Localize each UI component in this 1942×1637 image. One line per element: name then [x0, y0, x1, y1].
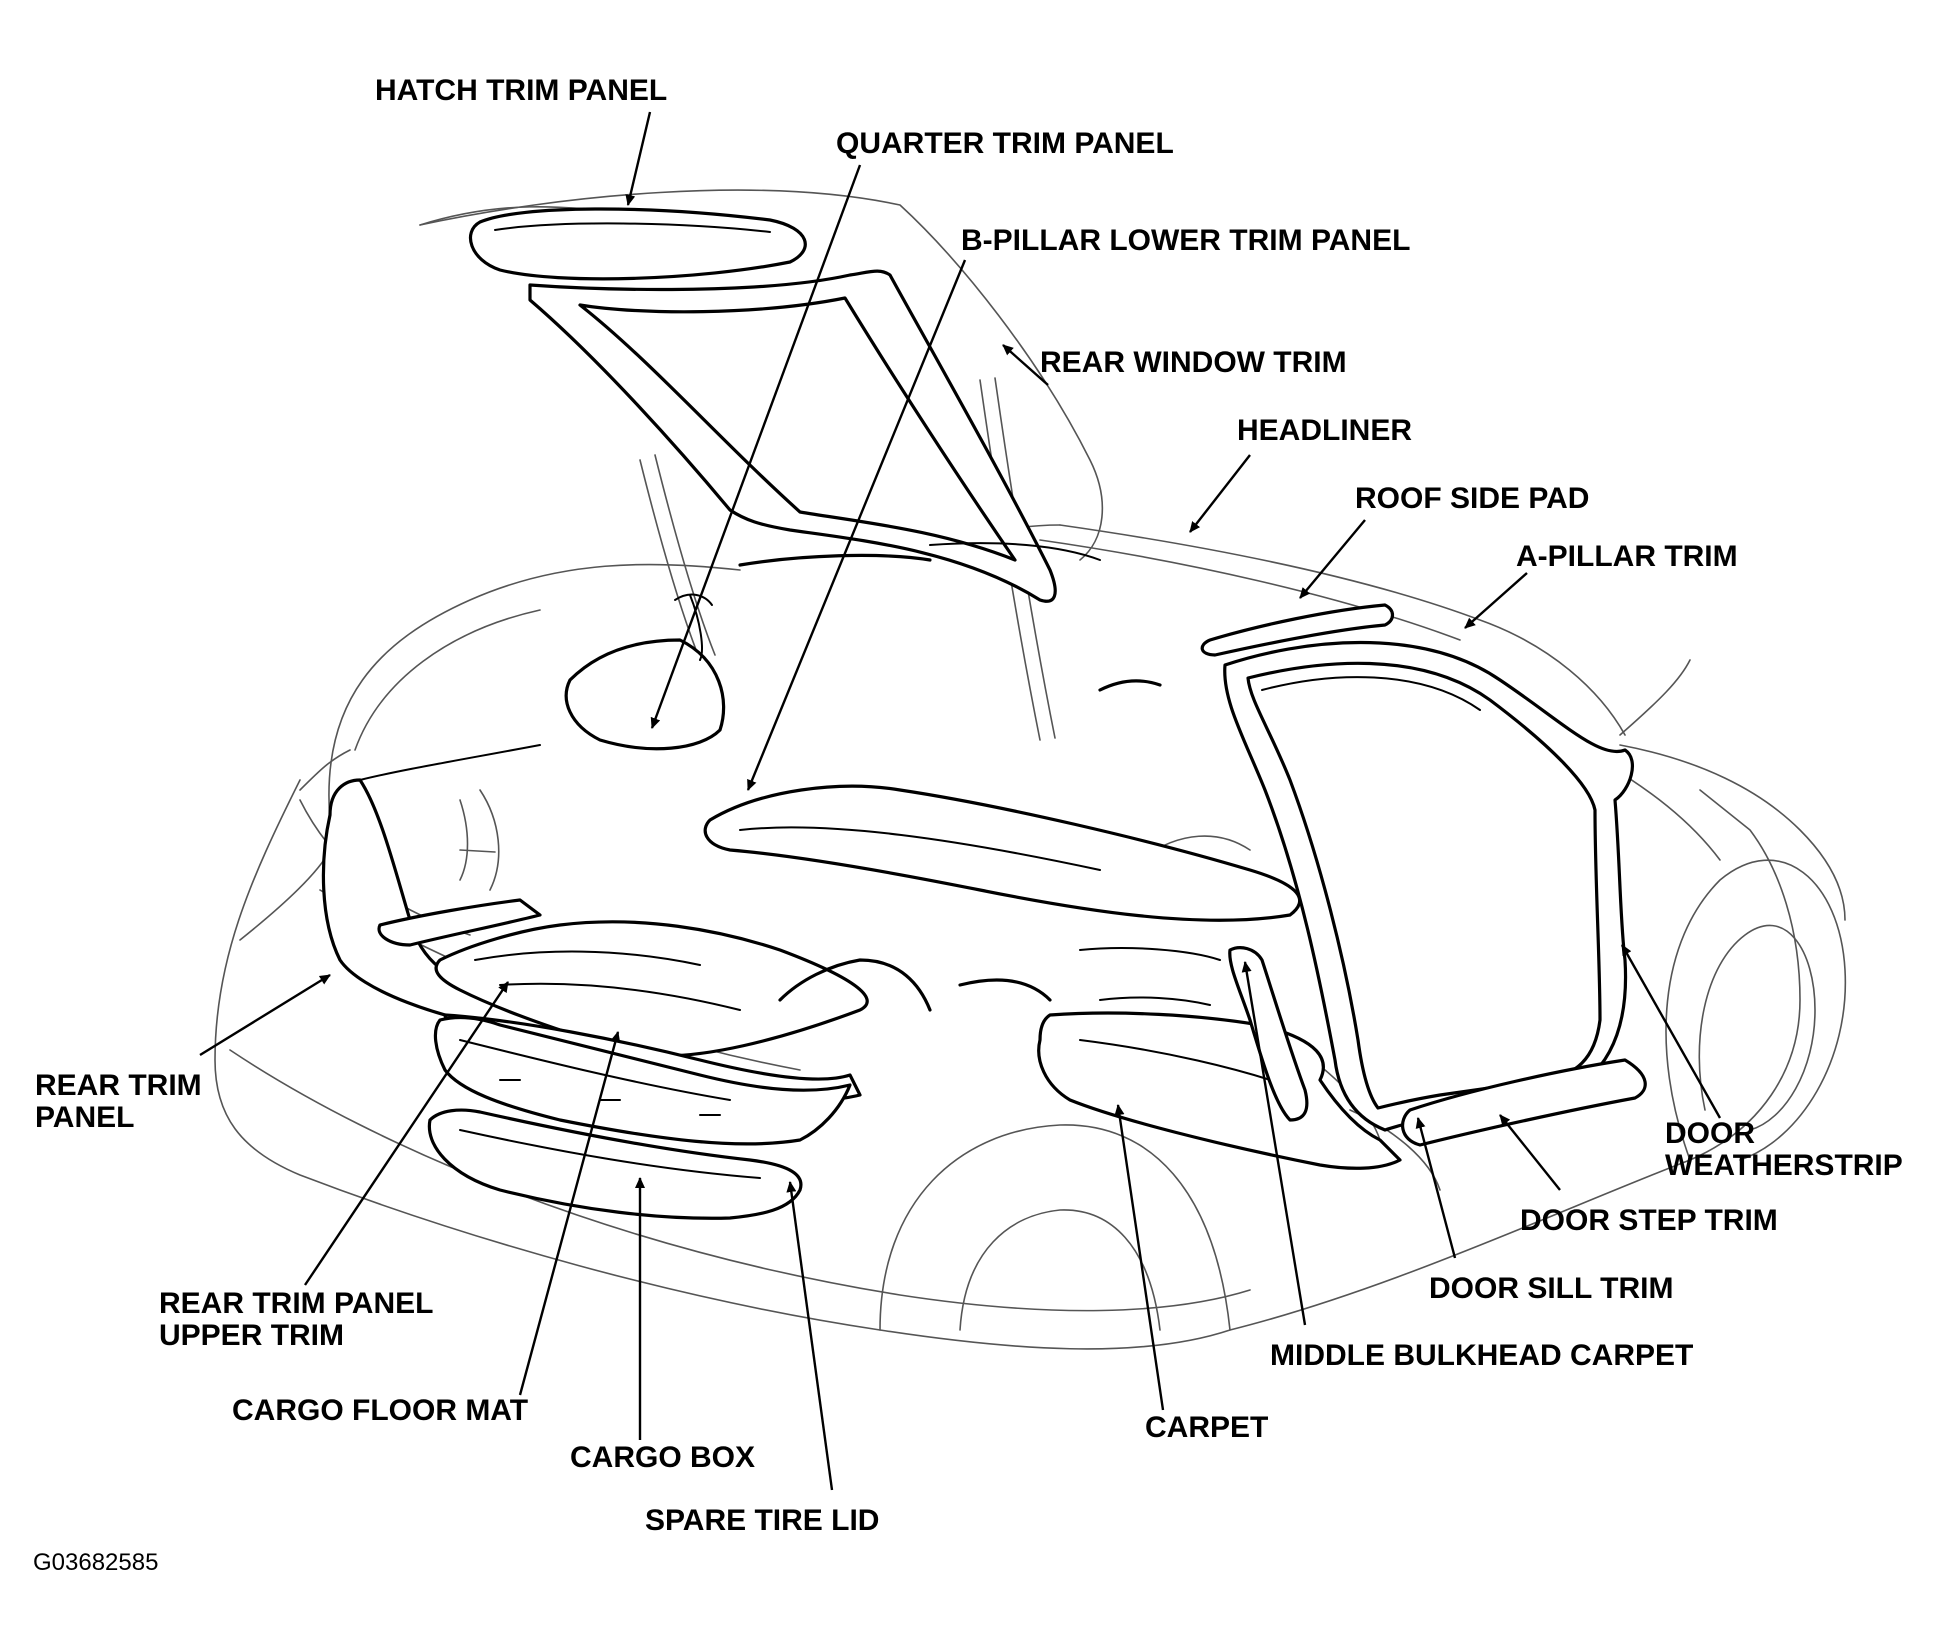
roof-side-pad-part: [1200, 603, 1395, 657]
leader-a-pillar-trim: [1464, 572, 1528, 629]
leader-hatch-trim-panel: [625, 111, 652, 206]
rear-window-trim-part: [528, 269, 1057, 603]
leader-carpet: [1114, 1104, 1165, 1411]
label-door-weatherstrip-line1: DOOR: [1665, 1117, 1755, 1150]
rear-seat-floor-part: [703, 784, 1302, 922]
label-quarter-trim-panel: QUARTER TRIM PANEL: [836, 127, 1174, 160]
label-carpet: CARPET: [1145, 1411, 1268, 1444]
label-door-step-trim: DOOR STEP TRIM: [1520, 1204, 1778, 1237]
label-rear-window-trim: REAR WINDOW TRIM: [1040, 346, 1347, 379]
label-roof-side-pad: ROOF SIDE PAD: [1355, 482, 1589, 515]
label-rear-trim-panel-line1: REAR TRIM: [35, 1069, 202, 1102]
leader-cargo-floor-mat: [518, 1031, 621, 1396]
leader-door-weatherstrip: [1620, 944, 1722, 1119]
label-door-sill-trim: DOOR SILL TRIM: [1429, 1272, 1673, 1305]
quarter-trim-panel-part: [564, 593, 726, 751]
label-door-weatherstrip-line2: WEATHERSTRIP: [1665, 1149, 1903, 1182]
label-b-pillar-lower-trim-panel: B-PILLAR LOWER TRIM PANEL: [961, 224, 1410, 257]
center-tunnel-part: [778, 958, 1211, 1012]
label-rear-trim-panel-upper-trim-line1: REAR TRIM PANEL: [159, 1287, 433, 1320]
leader-headliner: [1189, 454, 1251, 533]
headliner-part: [738, 542, 1162, 692]
leader-b-pillar-lower-trim-panel: [746, 259, 967, 791]
leader-roof-side-pad: [1299, 519, 1366, 599]
cargo-floor-mat-part: [434, 920, 869, 1058]
leader-rear-trim-panel: [199, 973, 331, 1057]
leader-lines: [199, 111, 1722, 1491]
label-spare-tire-lid: SPARE TIRE LID: [645, 1504, 879, 1537]
leader-middle-bulkhead-carpet: [1241, 961, 1307, 1326]
leader-rear-trim-panel-upper-trim: [304, 981, 509, 1286]
figure-id: G03682585: [33, 1549, 158, 1576]
label-middle-bulkhead-carpet: MIDDLE BULKHEAD CARPET: [1270, 1339, 1693, 1372]
leader-door-step-trim: [1499, 1114, 1561, 1191]
label-cargo-floor-mat: CARGO FLOOR MAT: [232, 1394, 528, 1427]
label-a-pillar-trim: A-PILLAR TRIM: [1516, 540, 1738, 573]
spare-tire-lid-part: [427, 1108, 803, 1220]
label-hatch-trim-panel: HATCH TRIM PANEL: [375, 74, 667, 107]
leader-spare-tire-lid: [786, 1181, 834, 1491]
door-opening-part: [1223, 640, 1635, 1132]
leader-quarter-trim-panel: [650, 164, 862, 729]
leader-door-sill-trim: [1415, 1117, 1457, 1259]
hatch-trim-panel-part: [469, 207, 807, 281]
label-rear-trim-panel-line2: PANEL: [35, 1101, 134, 1134]
label-rear-trim-panel-upper-trim-line2: UPPER TRIM: [159, 1319, 344, 1352]
label-cargo-box: CARGO BOX: [570, 1441, 755, 1474]
door-step-trim-part: [1401, 1058, 1647, 1147]
cargo-box-part: [433, 1015, 852, 1146]
label-headliner: HEADLINER: [1237, 414, 1412, 447]
leader-rear-window-trim: [1002, 344, 1049, 386]
callouts: HATCH TRIM PANEL QUARTER TRIM PANEL B-PI…: [33, 74, 1903, 1576]
